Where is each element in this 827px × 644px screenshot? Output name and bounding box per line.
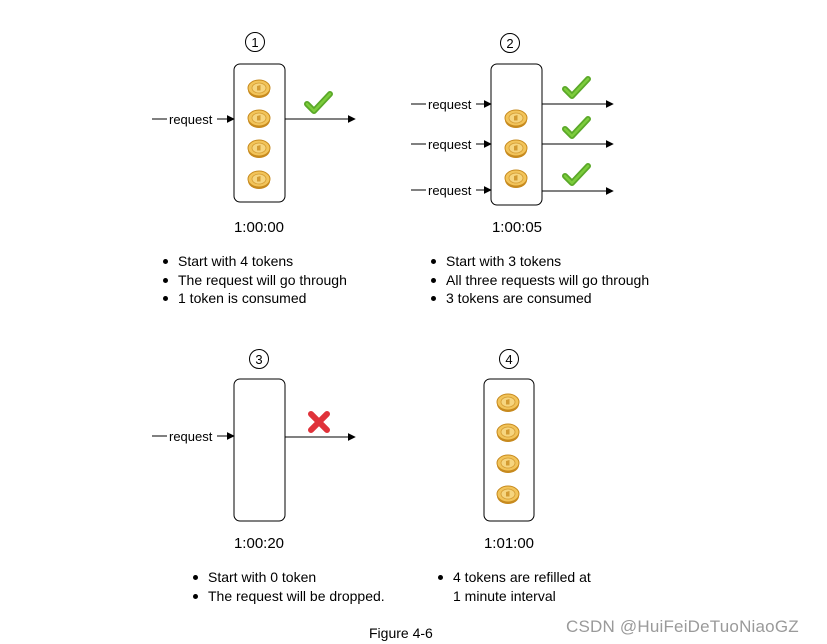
bucket-4 [483, 378, 535, 522]
request-arrow-2a: request [411, 97, 492, 112]
request-arrow-2b: request [411, 137, 492, 152]
figure-caption: Figure 4-6 [369, 625, 433, 641]
coin-icon [496, 393, 520, 413]
tokens-1 [247, 79, 271, 190]
bullet-item: Start with 0 token [191, 568, 385, 587]
step-number-3: 3 [255, 352, 262, 367]
time-label-4: 1:01:00 [484, 535, 534, 552]
panel-2: 2 request request request 1:00:05 [411, 33, 614, 236]
coin-icon [247, 139, 271, 159]
bullet-text: 1 token is consumed [178, 290, 307, 306]
check-icon [565, 79, 588, 96]
bullet-text: 3 tokens are consumed [446, 290, 592, 306]
coin-icon [496, 454, 520, 474]
request-label: request [169, 429, 213, 444]
bullet-item: 1 token is consumed [161, 289, 347, 308]
check-icon [307, 94, 330, 111]
coin-icon [496, 485, 520, 505]
bullet-text-continued: 1 minute interval [453, 587, 556, 604]
bullet-text: The request will go through [178, 271, 347, 288]
bullet-item: 4 tokens are refilled at 1 minute interv… [436, 568, 591, 605]
request-label: request [428, 97, 472, 112]
coin-icon [504, 109, 528, 129]
bucket-1 [233, 63, 286, 203]
tokens-2 [504, 109, 528, 189]
bullets-panel-4: 4 tokens are refilled at 1 minute interv… [436, 568, 591, 605]
bullet-text: The request will be dropped. [208, 587, 385, 604]
cross-icon [311, 414, 327, 430]
coin-icon [247, 79, 271, 99]
panel-4: 4 1:01:00 [483, 349, 535, 552]
check-icon [565, 166, 588, 183]
bullet-item: 3 tokens are consumed [429, 289, 649, 308]
time-label-3: 1:00:20 [234, 535, 284, 552]
step-badge-4: 4 [499, 349, 519, 369]
bullet-item: The request will be dropped. [191, 587, 385, 606]
request-label: request [169, 112, 213, 127]
watermark: CSDN @HuiFeiDeTuoNiaoGZ [566, 617, 799, 636]
bullet-text: All three requests will go through [446, 271, 650, 288]
coin-icon [496, 423, 520, 443]
bullets-panel-2: Start with 3 tokens All three requests w… [429, 252, 649, 308]
request-label: request [428, 183, 472, 198]
time-label-1: 1:00:00 [234, 219, 284, 236]
step-number-4: 4 [505, 352, 512, 367]
coin-icon [247, 170, 271, 190]
panel-1: 1 request 1:00:00 [152, 32, 356, 236]
time-label-2: 1:00:05 [492, 219, 542, 236]
bullet-text: 4 tokens are refilled at [453, 569, 591, 585]
request-label: request [428, 137, 472, 152]
step-badge-2: 2 [500, 33, 520, 53]
coin-icon [504, 169, 528, 189]
tokens-4 [496, 393, 520, 505]
step-badge-1: 1 [245, 32, 265, 52]
bullet-text: Start with 4 tokens [178, 253, 294, 269]
bucket-3 [233, 378, 286, 522]
check-icon [565, 119, 588, 136]
bullet-item: Start with 3 tokens [429, 252, 649, 271]
panel-3: 3 request 1:00:20 [152, 349, 356, 552]
request-arrow-3: request [152, 429, 235, 444]
request-arrow-2c: request [411, 183, 492, 198]
bullet-text: Start with 0 token [208, 569, 317, 585]
step-number-2: 2 [506, 36, 513, 51]
bullet-item: The request will go through [161, 271, 347, 290]
step-badge-3: 3 [249, 349, 269, 369]
coin-icon [504, 139, 528, 159]
bucket-2 [490, 63, 543, 206]
step-number-1: 1 [251, 35, 258, 50]
bullet-item: All three requests will go through [429, 271, 649, 290]
bullet-text: Start with 3 tokens [446, 253, 562, 269]
coin-icon [247, 109, 271, 129]
bullets-panel-1: Start with 4 tokens The request will go … [161, 252, 347, 308]
bullet-item: Start with 4 tokens [161, 252, 347, 271]
request-arrow-1: request [152, 112, 235, 127]
bullets-panel-3: Start with 0 token The request will be d… [191, 568, 385, 605]
